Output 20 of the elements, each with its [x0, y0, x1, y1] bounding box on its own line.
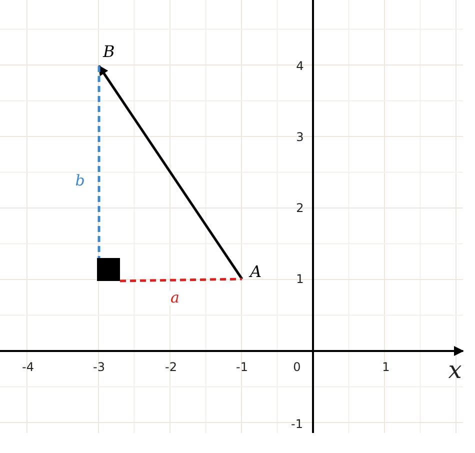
- tick-label: -4: [22, 360, 34, 374]
- dashed-line: [98, 66, 100, 258]
- tick-label: 2: [296, 201, 304, 215]
- edge-label: a: [170, 290, 180, 306]
- tick-label: -1: [291, 417, 303, 431]
- tick-label: -3: [93, 360, 105, 374]
- dashed-line: [120, 278, 242, 282]
- vector-arrow: [98, 65, 244, 280]
- point-label: A: [250, 262, 262, 281]
- point-label: B: [103, 42, 115, 61]
- tick-label: 0: [293, 360, 301, 374]
- tick-label: -1: [236, 360, 248, 374]
- tick-label: 4: [296, 59, 304, 73]
- right-angle-marker: [97, 258, 120, 281]
- tick-label: 1: [382, 360, 390, 374]
- edge-label: b: [74, 174, 86, 188]
- axis-label: x: [448, 356, 462, 384]
- tick-label: 3: [296, 130, 304, 144]
- tick-label: 1: [296, 272, 304, 286]
- tick-label: -2: [165, 360, 177, 374]
